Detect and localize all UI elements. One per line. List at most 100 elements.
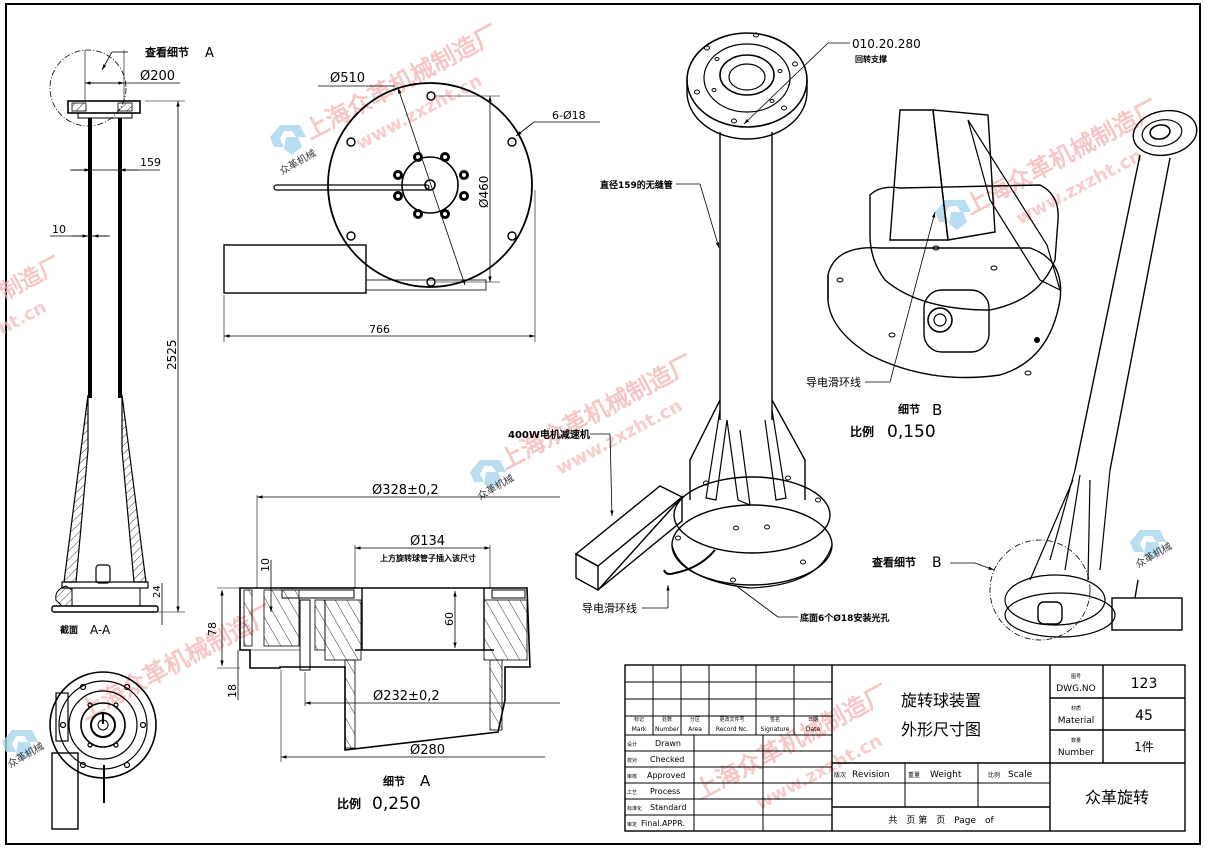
svg-text:日期: 日期: [808, 717, 818, 723]
header-mark: Mark: [632, 726, 647, 733]
svg-text:标准化: 标准化: [627, 805, 642, 812]
svg-text:审核: 审核: [627, 773, 637, 780]
page-label: 共 页 第 页 Page of: [888, 814, 994, 826]
dim-holes: 6-Ø18: [552, 109, 586, 122]
scale-label: Scale: [1008, 770, 1033, 780]
role-process: Process: [650, 787, 680, 796]
revision-label: Revision: [852, 770, 890, 780]
dim-bolt-circle: Ø460: [477, 176, 491, 208]
section-view-aa: 查看细节 A Ø200 159 10: [49, 45, 214, 637]
detail-a-circle: [49, 49, 127, 127]
isometric-view: 010.20.280 回转支撑 直径159的无缝管 400W电机减速机 导电滑环…: [508, 32, 921, 624]
watermark-logo-icon: [2, 730, 38, 760]
svg-text:材质: 材质: [1071, 705, 1081, 712]
note-base-holes: 底面6个Ø18安装光孔: [800, 612, 889, 624]
svg-text:重量: 重量: [908, 771, 920, 779]
svg-text:校对: 校对: [627, 757, 637, 764]
dim-60: 60: [443, 612, 456, 626]
note-bearing-name: 回转支撑: [855, 54, 887, 64]
dim-280: Ø280: [410, 743, 445, 758]
top-view: Ø510 Ø460 6-Ø18 766: [223, 71, 600, 342]
dim-od: Ø328±0,2: [372, 483, 439, 498]
dim-base: 24: [152, 585, 163, 598]
svg-text:图号: 图号: [1071, 674, 1081, 680]
dim-height: 2525: [165, 339, 179, 370]
svg-text:处数: 处数: [662, 716, 672, 723]
watermark-logo-text: 众革机械: [277, 146, 318, 177]
number-label: Number: [1058, 748, 1094, 758]
watermark-logo-icon: [270, 125, 306, 155]
watermark-fragment: 制造厂: [0, 252, 66, 305]
detail-a-callout-label: 查看细节: [145, 45, 189, 59]
svg-text:比例: 比例: [988, 771, 1000, 779]
header-date: Date: [806, 726, 821, 733]
detail-b-callout-label: 查看细节: [872, 555, 916, 569]
detail-b-letter: B: [932, 401, 942, 419]
dwg-no-value: 123: [1131, 676, 1158, 692]
sheet-border: [5, 3, 1201, 845]
svg-text:更改文件号: 更改文件号: [719, 716, 744, 723]
detail-a-callout-letter: A: [205, 46, 214, 61]
watermark-logo-icon: [470, 460, 506, 490]
detail-b-scale-value: 0,150: [887, 422, 936, 442]
dim-10: 10: [259, 558, 272, 572]
role-final: Final.APPR.: [641, 819, 685, 828]
detail-a-title: 细节: [383, 774, 405, 788]
dim-flange-dia: Ø200: [140, 69, 175, 84]
bottom-plan-view: [49, 671, 157, 830]
note-motor: 400W电机减速机: [508, 428, 590, 441]
section-letter: A-A: [90, 623, 111, 637]
dim-232: Ø232±0,2: [373, 689, 440, 704]
revision-headers: 标记 Mark 处数 Number 分区 Area 更改文件号 Record N…: [632, 716, 821, 733]
detail-b-note-slipring: 导电滑环线: [806, 375, 861, 389]
svg-text:设计: 设计: [627, 741, 637, 748]
header-area: Area: [688, 726, 702, 733]
number-value: 1件: [1134, 740, 1154, 754]
role-standard: Standard: [650, 803, 686, 812]
dim-id: Ø134: [410, 534, 445, 549]
role-checked: Checked: [650, 755, 684, 764]
material-label: Material: [1058, 716, 1095, 726]
dim-id-note: 上方旋转球管子插入该尺寸: [380, 553, 476, 563]
title-block: 标记 Mark 处数 Number 分区 Area 更改文件号 Record N…: [624, 664, 1186, 832]
dim-18: 18: [226, 684, 239, 698]
watermark-logo-icon: [1130, 530, 1166, 560]
note-tube: 直径159的无缝管: [600, 179, 673, 191]
svg-text:版次: 版次: [834, 771, 846, 779]
svg-text:分区: 分区: [690, 716, 700, 723]
detail-a-letter: A: [420, 772, 431, 790]
svg-text:签名: 签名: [770, 716, 780, 723]
dim-outer-dia: Ø510: [330, 71, 365, 86]
detail-b-callout-letter: B: [932, 555, 942, 571]
material-value: 45: [1135, 708, 1153, 724]
header-signature: Signature: [761, 726, 790, 733]
detail-a-scale-value: 0,250: [372, 794, 421, 814]
detail-b-scale-label: 比例: [850, 424, 874, 439]
svg-text:审定: 审定: [627, 821, 637, 828]
drawing-title-line2: 外形尺寸图: [901, 720, 981, 739]
dim-overall: 766: [369, 323, 390, 336]
weight-label: Weight: [930, 770, 962, 780]
note-slipring: 导电滑环线: [582, 601, 637, 615]
dim-78: 78: [206, 622, 219, 636]
detail-b-circle: [989, 539, 1091, 641]
svg-text:标记: 标记: [634, 716, 644, 723]
assembly-iso-view: 查看细节 B: [872, 109, 1198, 641]
svg-text:数量: 数量: [1071, 737, 1081, 744]
detail-b-view: 导电滑环线 细节 B 比例 0,150: [806, 109, 1062, 442]
detail-a-scale-label: 比例: [337, 796, 361, 811]
dim-tube-dia: 159: [140, 156, 161, 169]
watermark-logo-icon: [935, 200, 971, 230]
dim-wall: 10: [52, 223, 66, 236]
role-drawn: Drawn: [655, 739, 681, 748]
company-name: 众革旋转: [1085, 788, 1149, 807]
header-record: Record Nc.: [716, 726, 748, 733]
detail-b-title: 细节: [898, 402, 920, 416]
section-label: 截面: [60, 624, 78, 636]
drawing-title-line1: 旋转球装置: [901, 691, 981, 710]
header-number: Number: [655, 726, 680, 733]
dwg-no-label: DWG.NO: [1056, 684, 1095, 694]
